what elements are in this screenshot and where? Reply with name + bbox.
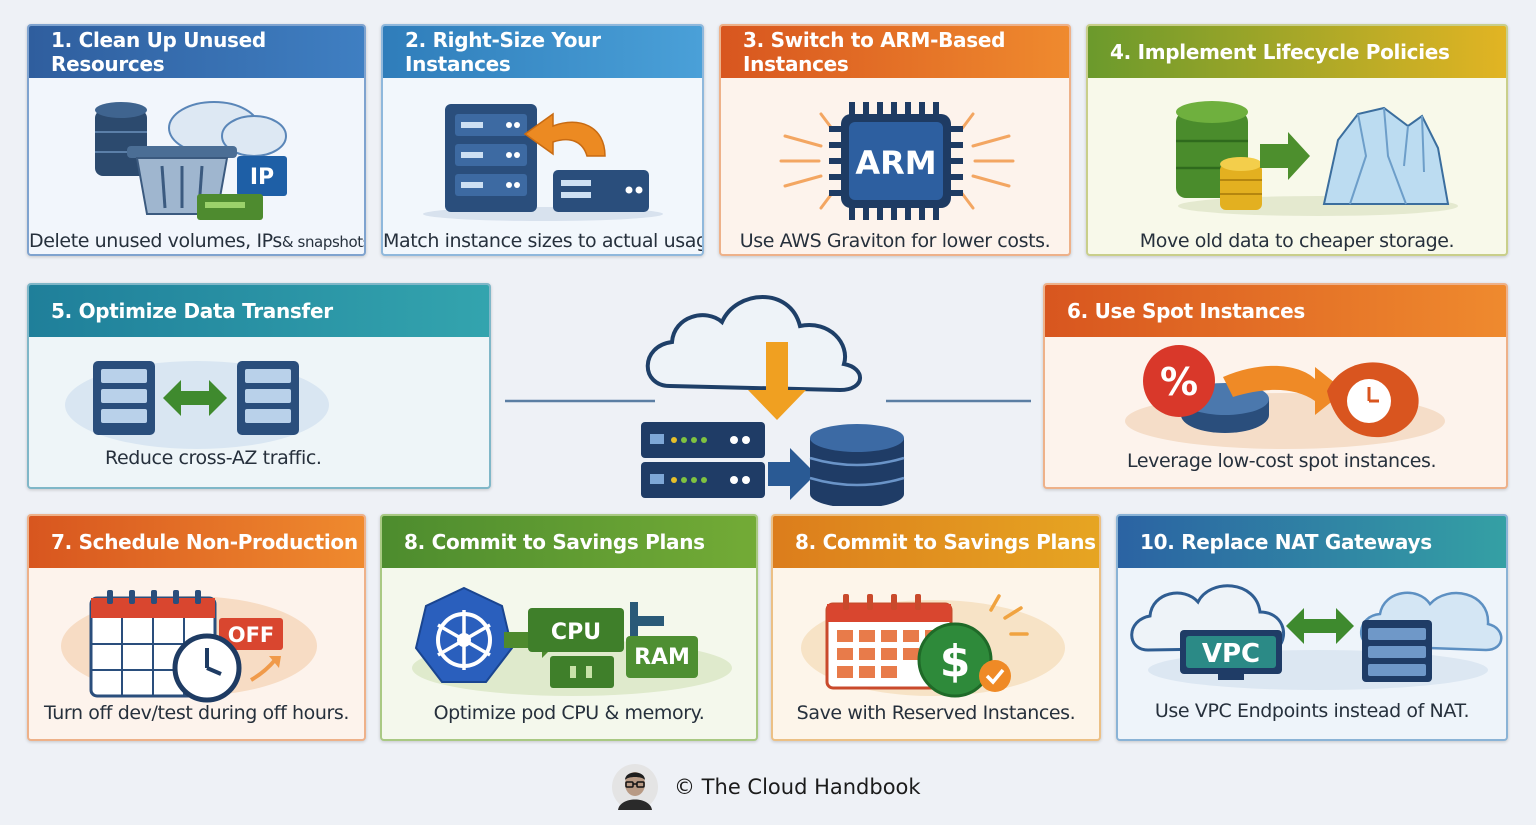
off-tag: OFF xyxy=(228,623,275,647)
arm-chip-illustration-icon: ARM xyxy=(779,102,1015,220)
data-transfer-illustration-icon xyxy=(65,361,329,449)
author-avatar xyxy=(612,764,658,810)
cloud-icon xyxy=(645,295,862,393)
cpu-chip-label: CPU xyxy=(551,620,601,645)
storage-glacier-illustration-icon xyxy=(1176,101,1458,216)
card-title: 6. Use Spot Instances xyxy=(1045,285,1506,337)
card-caption: Optimize pod CPU & memory. xyxy=(433,702,705,724)
card-caption: Save with Reserved Instances. xyxy=(796,702,1076,724)
card-optimize-data-transfer: 5. Optimize Data Transfer Reduce cross-A… xyxy=(27,283,491,489)
card-caption: Use VPC Endpoints instead of NAT. xyxy=(1154,700,1470,722)
card-caption: Leverage low-cost spot instances. xyxy=(1127,450,1437,472)
footer: © The Cloud Handbook xyxy=(612,762,921,812)
vpc-label: VPC xyxy=(1202,639,1260,669)
download-arrow-icon xyxy=(748,342,806,420)
percent-badge: % xyxy=(1160,360,1198,404)
vpc-endpoint-illustration-icon: VPC xyxy=(1130,584,1503,690)
central-cloud-server-illustration xyxy=(505,295,1031,506)
card-replace-nat-gateways: 10. Replace NAT Gateways VPC Use VPC End… xyxy=(1116,514,1508,741)
card-title: 7. Schedule Non-Production xyxy=(29,516,364,568)
trash-bin-illustration-icon: IP xyxy=(95,101,287,220)
card-clean-up-unused-resources: 1. Clean Up Unused Resources IP Delete u… xyxy=(27,24,366,256)
footer-copyright: © The Cloud Handbook xyxy=(674,775,921,799)
card-commit-savings-plans-pod: 8. Commit to Savings Plans CPU RAM Optim… xyxy=(380,514,758,741)
caption-main: Delete unused volumes, IPs xyxy=(29,230,282,252)
database-icon xyxy=(809,424,905,506)
card-title: 4. Implement Lifecycle Policies xyxy=(1088,26,1506,78)
caption-small: & snapshots. xyxy=(281,233,366,251)
card-switch-arm-instances: 3. Switch to ARM-Based Instances ARM Use… xyxy=(719,24,1071,256)
ip-label: IP xyxy=(250,165,274,190)
calendar-clock-illustration-icon: OFF xyxy=(61,590,317,703)
card-title: 1. Clean Up Unused Resources xyxy=(29,26,364,78)
card-title: 3. Switch to ARM-Based Instances xyxy=(721,26,1069,78)
card-schedule-non-production: 7. Schedule Non-Production OFF Turn off … xyxy=(27,514,366,741)
server-rack-icon xyxy=(641,422,765,498)
card-spot-instances: 6. Use Spot Instances % Leverage low-cos… xyxy=(1043,283,1508,489)
card-caption: Turn off dev/test during off hours. xyxy=(43,702,350,724)
card-caption: Move old data to cheaper storage. xyxy=(1139,230,1455,252)
card-caption: Use AWS Graviton for lower costs. xyxy=(739,230,1051,252)
card-caption: Delete unused volumes, IPs& snapshots. xyxy=(29,230,364,252)
card-commit-savings-plans-reserved: 8. Commit to Savings Plans $ Save with R… xyxy=(771,514,1101,741)
kubernetes-cpu-ram-illustration-icon: CPU RAM xyxy=(412,586,732,696)
card-title: 8. Commit to Savings Plans xyxy=(382,516,756,568)
ram-chip-label: RAM xyxy=(634,645,690,670)
dollar-coin-label: $ xyxy=(940,636,971,687)
card-title: 10. Replace NAT Gateways xyxy=(1118,516,1506,568)
spot-instance-illustration-icon: % xyxy=(1125,345,1445,449)
card-right-size-instances: 2. Right-Size Your Instances Match insta… xyxy=(381,24,704,256)
right-arrow-icon xyxy=(768,448,816,500)
server-resize-illustration-icon xyxy=(423,104,663,221)
card-title: 2. Right-Size Your Instances xyxy=(383,26,702,78)
card-lifecycle-policies: 4. Implement Lifecycle Policies Move old… xyxy=(1086,24,1508,256)
card-title: 5. Optimize Data Transfer xyxy=(29,285,489,337)
card-caption: Reduce cross-AZ traffic. xyxy=(105,447,322,469)
card-caption: Match instance sizes to actual usage. xyxy=(383,230,704,252)
arm-label: ARM xyxy=(855,144,936,182)
calendar-coin-illustration-icon: $ xyxy=(801,594,1065,698)
card-title: 8. Commit to Savings Plans xyxy=(773,516,1099,568)
